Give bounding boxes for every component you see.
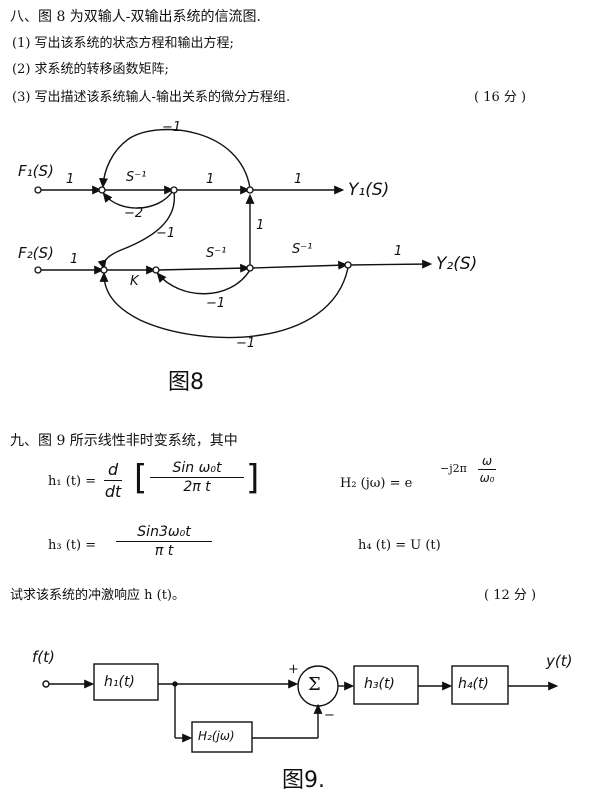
node-m2 bbox=[152, 266, 160, 274]
gain-k: K bbox=[130, 274, 139, 289]
node-n2 bbox=[170, 186, 178, 194]
gain-1-vertical: 1 bbox=[256, 218, 265, 233]
h2-frac: ω ω₀ bbox=[478, 454, 497, 485]
branch-cross-neg1 bbox=[97, 191, 175, 271]
h1-left-bracket: [ bbox=[134, 458, 148, 498]
node-f1 bbox=[34, 186, 42, 194]
label-input-f1: F₁(S) bbox=[18, 162, 54, 180]
gain-1-top-right: 1 bbox=[294, 172, 303, 187]
q9-score: ( 12 分 ) bbox=[484, 588, 537, 603]
sum-minus: − bbox=[324, 708, 335, 723]
h3-num: Sin3ω₀t bbox=[116, 524, 212, 542]
q8-item-2: (2) 求系统的转移函数矩阵; bbox=[12, 62, 169, 77]
gain-neg2: −2 bbox=[124, 206, 144, 221]
block-h4-label: h₄(t) bbox=[458, 676, 489, 692]
node-n3 bbox=[246, 186, 254, 194]
h2-frac-den: ω₀ bbox=[479, 471, 495, 485]
node-m4 bbox=[344, 261, 352, 269]
node-f2 bbox=[34, 266, 42, 274]
gain-s1-bottom-2: S⁻¹ bbox=[292, 242, 313, 257]
q8-item-3: (3) 写出描述该系统输人-输出关系的微分方程组. bbox=[12, 90, 291, 105]
gain-s1-bottom-1: S⁻¹ bbox=[206, 246, 227, 261]
branch-m3-m4 bbox=[250, 260, 349, 270]
block-h1-label: h₁(t) bbox=[104, 674, 135, 690]
node-m1 bbox=[100, 266, 108, 274]
block-h3-label: h₃(t) bbox=[364, 676, 395, 692]
h3-lhs: h₃ (t) = bbox=[48, 538, 97, 553]
branch-loop-bottom-small bbox=[156, 269, 251, 295]
gain-neg1-bottom-small: −1 bbox=[206, 296, 226, 311]
label-output-y: y(t) bbox=[546, 652, 573, 670]
h1-d-num: d bbox=[104, 460, 123, 481]
gain-f2: 1 bbox=[70, 252, 79, 267]
h4-def: h₄ (t) = U (t) bbox=[358, 538, 441, 553]
h2-exp: −j2π bbox=[440, 462, 467, 475]
branch-m2-m3 bbox=[156, 263, 251, 273]
branch-loop-neg2 bbox=[102, 191, 173, 209]
gain-1-top-mid: 1 bbox=[206, 172, 215, 187]
branch-loop-top bbox=[99, 128, 251, 189]
node-m3 bbox=[246, 264, 254, 272]
gain-neg1-cross: −1 bbox=[156, 226, 176, 241]
branch-m4-y2 bbox=[348, 259, 433, 269]
h1-right-bracket: ] bbox=[246, 458, 260, 498]
block-h2-label: H₂(jω) bbox=[198, 729, 235, 743]
h3-fraction: Sin3ω₀t π t bbox=[116, 524, 212, 559]
label-input-f: f(t) bbox=[32, 648, 55, 666]
q8-score: ( 16 分 ) bbox=[474, 90, 527, 105]
block-diagram-fig9 bbox=[42, 663, 559, 753]
h1-d-den: dt bbox=[104, 482, 122, 501]
q9-ask: 试求该系统的冲激响应 h (t)。 bbox=[10, 588, 186, 603]
h1-num: Sin ω₀t bbox=[150, 460, 244, 478]
gain-neg1-bottom-big: −1 bbox=[236, 336, 256, 351]
gain-neg1-top-loop: −1 bbox=[162, 120, 182, 135]
h1-lhs: h₁ (t) = bbox=[48, 474, 97, 489]
fig9-caption: 图9. bbox=[282, 768, 325, 793]
q8-item-1: (1) 写出该系统的状态方程和输出方程; bbox=[12, 36, 234, 51]
h1-den: 2π t bbox=[183, 479, 211, 495]
label-input-f2: F₂(S) bbox=[18, 244, 54, 262]
gain-s1-top: S⁻¹ bbox=[126, 170, 147, 185]
gain-f1: 1 bbox=[66, 172, 75, 187]
h2-frac-num: ω bbox=[478, 454, 497, 470]
gain-1-bottom-right: 1 bbox=[394, 244, 403, 259]
branch-loop-bottom-big bbox=[99, 267, 349, 339]
label-output-y2: Y₂(S) bbox=[436, 254, 478, 274]
h1-derivative: d dt bbox=[104, 460, 123, 501]
h3-den: π t bbox=[154, 543, 174, 559]
q8-title: 八、图 8 为双输人-双输出系统的信流图. bbox=[10, 9, 261, 25]
fig8-caption: 图8 bbox=[168, 370, 204, 395]
h1-fraction: Sin ω₀t 2π t bbox=[150, 460, 244, 495]
node-n1 bbox=[98, 186, 106, 194]
sum-symbol: Σ bbox=[308, 674, 321, 695]
sum-plus: + bbox=[288, 662, 299, 677]
h2-lhs: H₂ (jω) = e bbox=[340, 476, 413, 491]
label-output-y1: Y₁(S) bbox=[348, 180, 390, 200]
q9-title: 九、图 9 所示线性非时变系统，其中 bbox=[10, 433, 238, 449]
